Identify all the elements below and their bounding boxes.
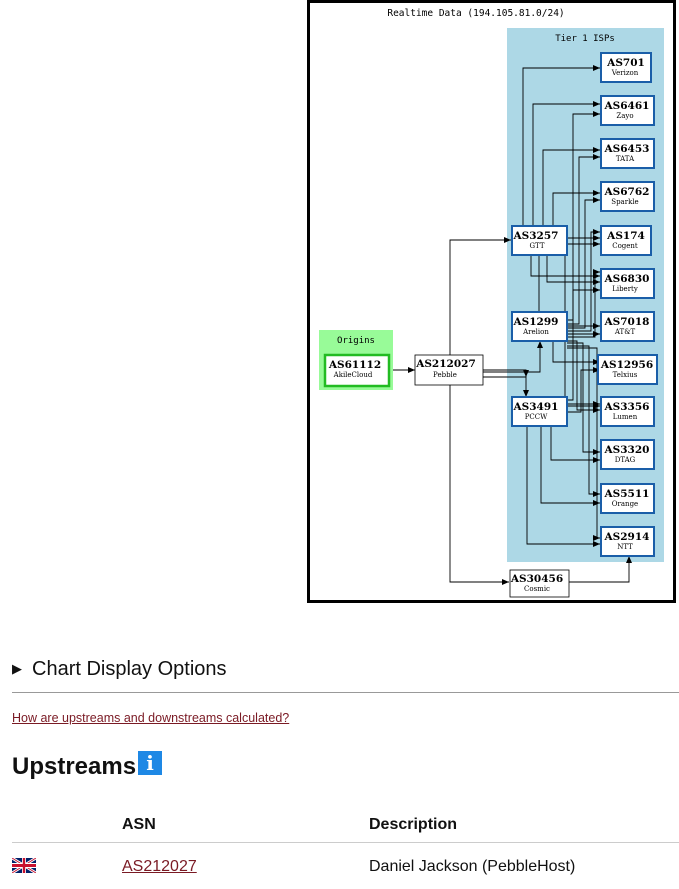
node-orange[interactable]: AS5511 Orange: [600, 483, 655, 514]
node-asn: AS30456: [510, 573, 563, 585]
node-asn: AS61112: [328, 359, 381, 371]
node-name: NTT: [617, 543, 633, 551]
node-asn: AS3320: [604, 444, 650, 456]
node-name: Telxius: [613, 371, 638, 379]
node-name: Cogent: [612, 242, 638, 250]
node-asn: AS6453: [604, 143, 650, 155]
node-pccw[interactable]: AS3491 PCCW: [511, 396, 568, 427]
node-zayo[interactable]: AS6461 Zayo: [600, 95, 655, 126]
node-cosmic[interactable]: AS30456 Cosmic: [509, 569, 570, 598]
node-asn: AS1299: [513, 316, 559, 328]
node-name: Pebble: [433, 371, 457, 379]
upstream-calculation-help-link[interactable]: How are upstreams and downstreams calcul…: [12, 711, 290, 725]
node-name: DTAG: [615, 456, 636, 464]
node-name: Orange: [612, 500, 638, 508]
column-header-asn: ASN: [122, 816, 156, 833]
node-asn: AS3356: [604, 401, 650, 413]
node-lumen[interactable]: AS3356 Lumen: [600, 396, 655, 427]
graph-edges: [393, 65, 632, 585]
node-asn: AS174: [606, 230, 645, 242]
node-sparkle[interactable]: AS6762 Sparkle: [600, 181, 655, 212]
info-icon[interactable]: i: [138, 751, 162, 775]
node-verizon[interactable]: AS701 Verizon: [600, 52, 652, 83]
node-ntt[interactable]: AS2914 NTT: [600, 526, 655, 557]
node-cogent[interactable]: AS174 Cogent: [600, 225, 652, 256]
node-name: AkileCloud: [333, 371, 373, 379]
upstream-description: Daniel Jackson (PebbleHost): [369, 858, 576, 875]
node-name: Verizon: [611, 69, 639, 77]
node-dtag[interactable]: AS3320 DTAG: [600, 439, 655, 470]
node-name: Lumen: [613, 413, 638, 421]
node-name: Cosmic: [524, 585, 550, 593]
node-asn: AS3257: [513, 230, 559, 242]
node-asn: AS6762: [604, 186, 650, 198]
node-name: Sparkle: [611, 198, 638, 206]
node-asn: AS701: [606, 57, 645, 69]
chart-display-options-label: Chart Display Options: [32, 658, 227, 680]
node-tata[interactable]: AS6453 TATA: [600, 138, 655, 169]
as-path-graph: Realtime Data (194.105.81.0/24) Tier 1 I…: [307, 0, 676, 603]
node-telxius[interactable]: AS12956 Telxius: [597, 354, 658, 385]
node-name: PCCW: [525, 413, 548, 421]
node-asn: AS12956: [600, 359, 653, 371]
node-name: GTT: [529, 242, 544, 250]
node-gtt[interactable]: AS3257 GTT: [511, 225, 568, 256]
upstreams-heading: Upstreams: [12, 753, 137, 780]
node-asn: AS3491: [513, 401, 559, 413]
chart-display-options-toggle[interactable]: ▶ Chart Display Options: [12, 658, 227, 681]
node-origin[interactable]: AS61112 AkileCloud: [323, 353, 391, 388]
node-name: Arelion: [522, 328, 549, 336]
node-asn: AS2914: [604, 531, 650, 543]
tier1-label: Tier 1 ISPs: [555, 34, 615, 44]
node-name: Zayo: [616, 112, 633, 120]
disclosure-triangle-icon: ▶: [12, 661, 22, 676]
table-header-rule: [12, 842, 679, 843]
node-asn: AS5511: [604, 488, 650, 500]
node-name: TATA: [616, 155, 635, 163]
node-asn: AS6461: [604, 100, 650, 112]
node-name: Liberty: [612, 285, 638, 293]
graph-title: Realtime Data (194.105.81.0/24): [387, 8, 564, 19]
origins-label: Origins: [337, 336, 375, 346]
node-asn: AS7018: [604, 316, 650, 328]
section-divider: [12, 692, 679, 693]
column-header-description: Description: [369, 816, 458, 833]
upstream-asn-link[interactable]: AS212027: [122, 858, 197, 875]
node-asn: AS6830: [604, 273, 650, 285]
node-asn: AS212027: [415, 358, 476, 370]
node-name: AT&T: [614, 328, 636, 336]
node-liberty[interactable]: AS6830 Liberty: [600, 268, 655, 299]
node-att[interactable]: AS7018 AT&T: [600, 311, 655, 342]
uk-flag-icon: [12, 858, 36, 873]
node-pebble[interactable]: AS212027 Pebble: [414, 354, 484, 386]
node-arelion[interactable]: AS1299 Arelion: [511, 311, 568, 342]
